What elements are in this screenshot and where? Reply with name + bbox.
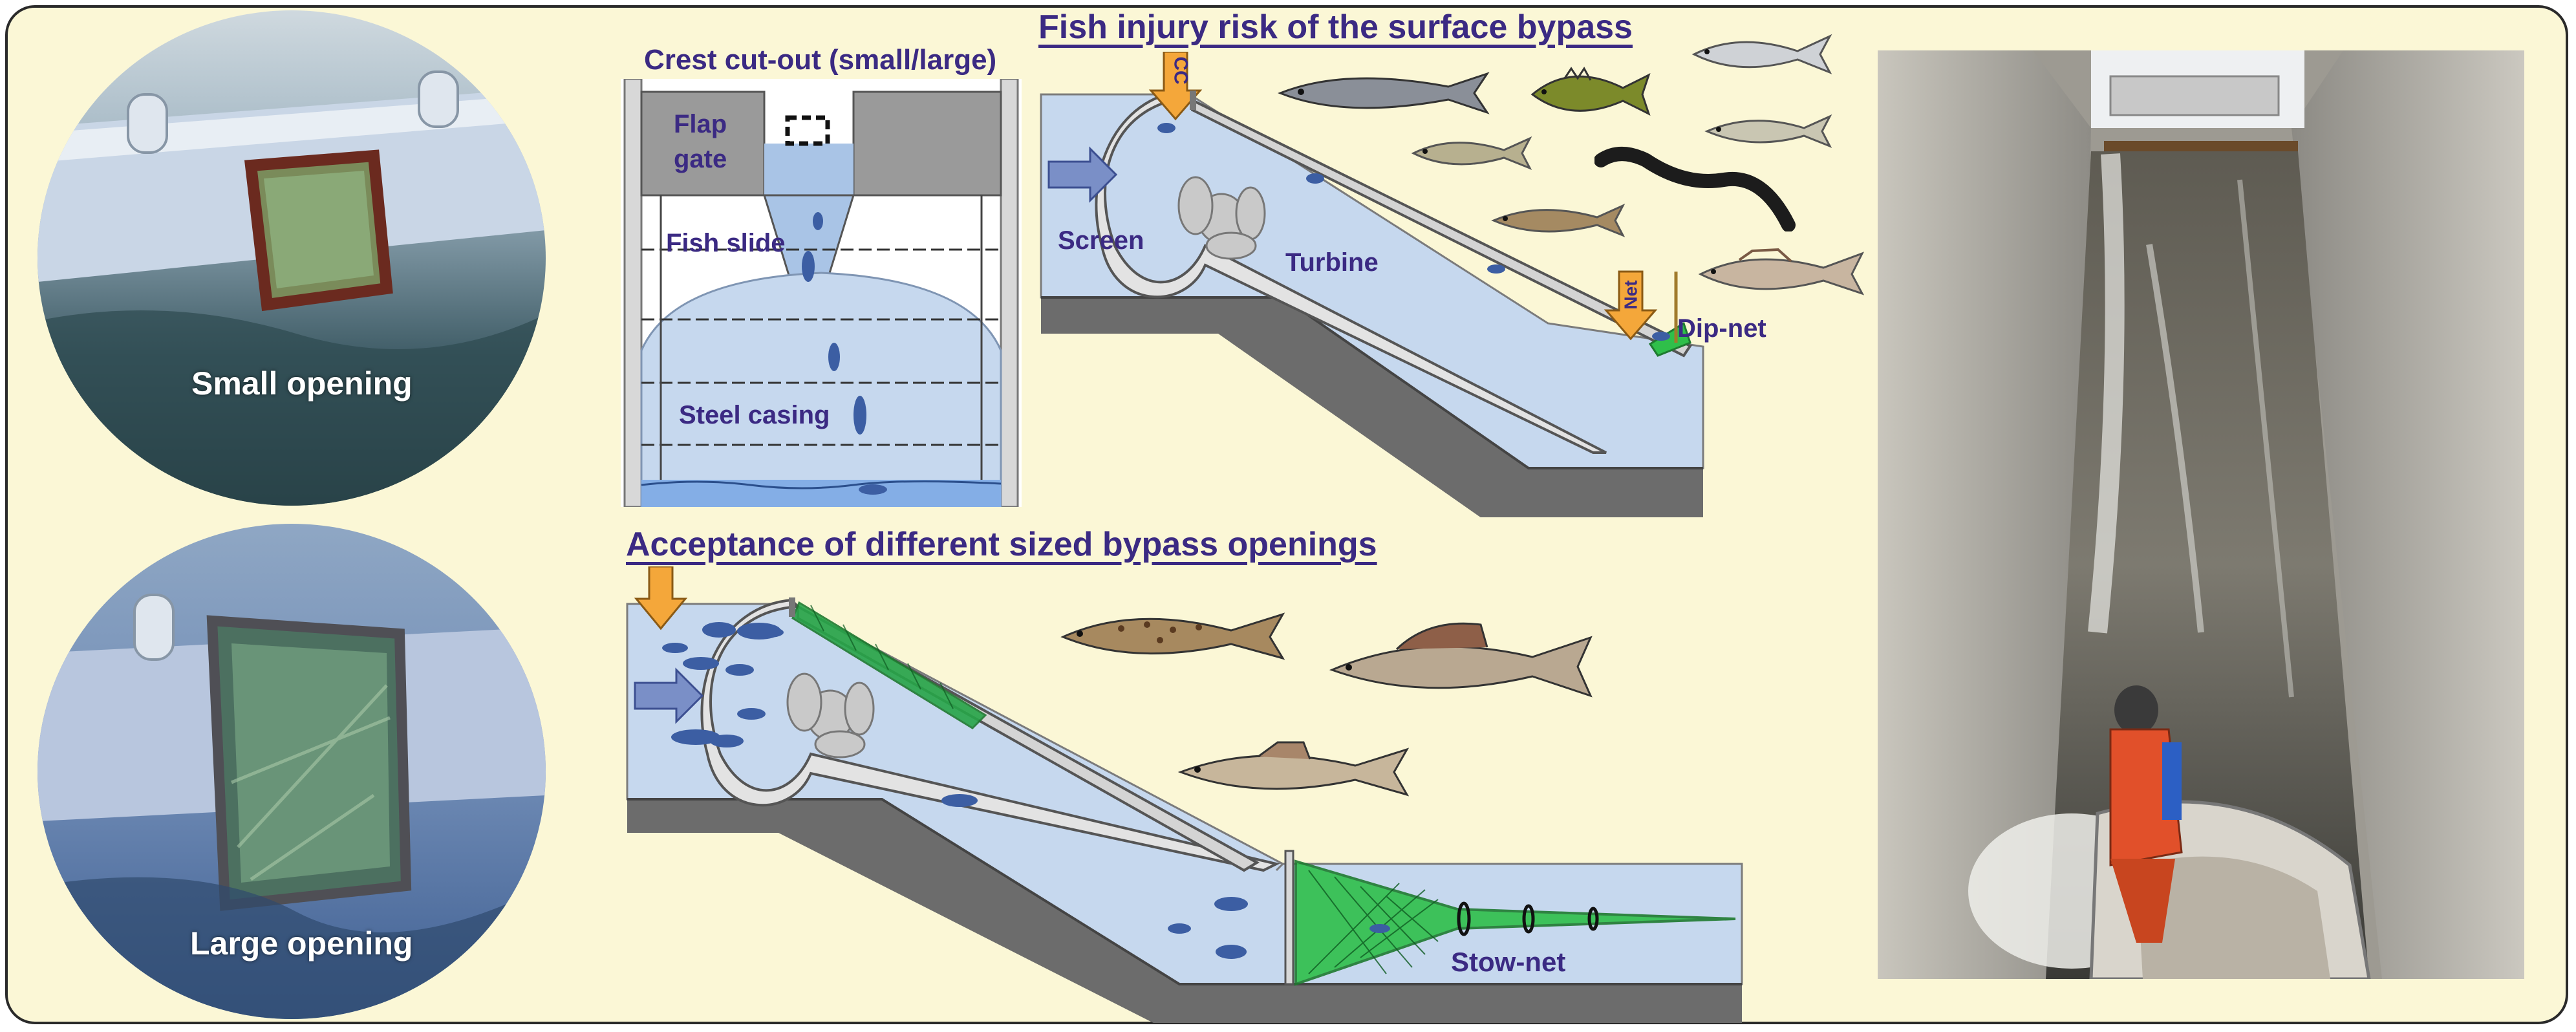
steel-casing-label: Steel casing xyxy=(679,401,830,429)
eel-icon xyxy=(1594,147,1796,231)
large-opening-label: Large opening xyxy=(190,925,413,962)
flap-gate-label: Flap xyxy=(674,110,727,138)
bypass-channel-photo xyxy=(1878,50,2524,979)
surface-bypass-diagram xyxy=(1040,52,1704,517)
small-opening-label: Small opening xyxy=(191,365,413,402)
roach-icon xyxy=(1411,136,1532,170)
net-marker-label: Net xyxy=(1620,280,1641,310)
salmon-icon xyxy=(1277,72,1490,114)
stow-net-label: Stow-net xyxy=(1451,947,1566,977)
large-opening-photo: Large opening xyxy=(38,524,546,1019)
dip-net-label: Dip-net xyxy=(1677,314,1766,343)
small-opening-photo: Small opening xyxy=(38,10,546,506)
whitefish-2-icon xyxy=(1704,114,1832,148)
crest-cutout-diagram xyxy=(621,79,1022,507)
crest-cutout-title: Crest cut-out (small/large) xyxy=(644,44,997,76)
fish-slide-label: Fish slide xyxy=(666,229,786,257)
grayling-icon xyxy=(1698,248,1865,296)
cc-marker-label: CC xyxy=(1170,56,1192,85)
trout-icon xyxy=(1491,203,1626,237)
screen-label: Screen xyxy=(1058,226,1144,255)
fish-injury-heading: Fish injury risk of the surface bypass xyxy=(1038,8,1633,46)
brown-trout-icon xyxy=(1060,612,1285,660)
acceptance-heading: Acceptance of different sized bypass ope… xyxy=(626,526,1377,563)
perch-icon xyxy=(1530,67,1651,116)
barbel-icon xyxy=(1177,741,1410,797)
grayling-2-icon xyxy=(1329,622,1593,698)
whitefish-icon xyxy=(1691,34,1832,74)
flap-gate-label-2: gate xyxy=(674,145,727,173)
bypass-opening-diagram xyxy=(626,566,1743,1023)
turbine-label: Turbine xyxy=(1285,248,1379,277)
